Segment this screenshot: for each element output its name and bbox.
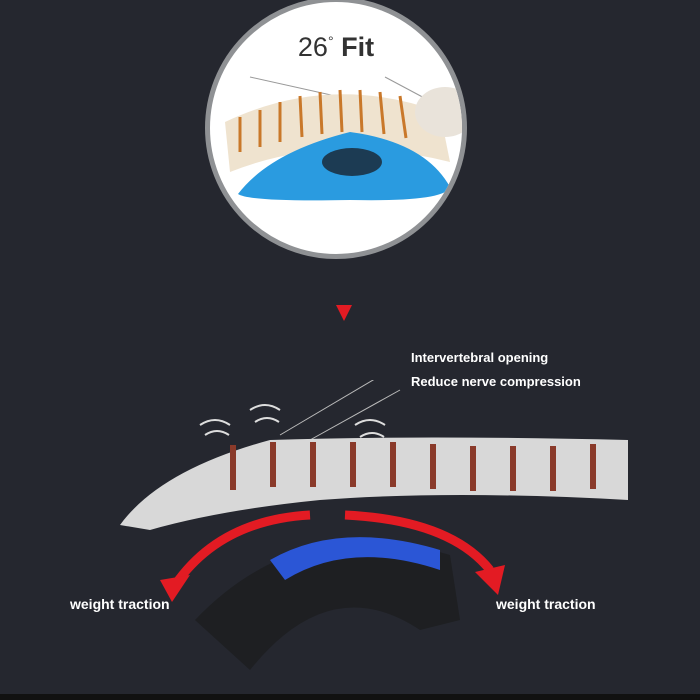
spine-stretcher-illustration [120,380,628,670]
spine-cushion-illustration [225,76,462,201]
right-traction-arrow [344,510,494,573]
degree-symbol: ° [327,33,334,49]
weight-traction-left: weight traction [70,596,170,612]
annotation-intervertebral: Intervertebral opening [411,350,549,365]
bottom-edge [0,694,700,700]
weight-traction-right: weight traction [496,596,596,612]
fit-detail-circle: 26° Fit [205,0,467,259]
left-traction-arrow [171,510,311,588]
annotation-nerve: Reduce nerve compression [411,374,581,389]
fit-title: 26° Fit [210,32,462,63]
fit-angle: 26 [297,32,328,62]
down-arrow-icon [336,305,352,321]
vibration-waves-icon [199,404,386,438]
fit-word: Fit [341,32,375,62]
